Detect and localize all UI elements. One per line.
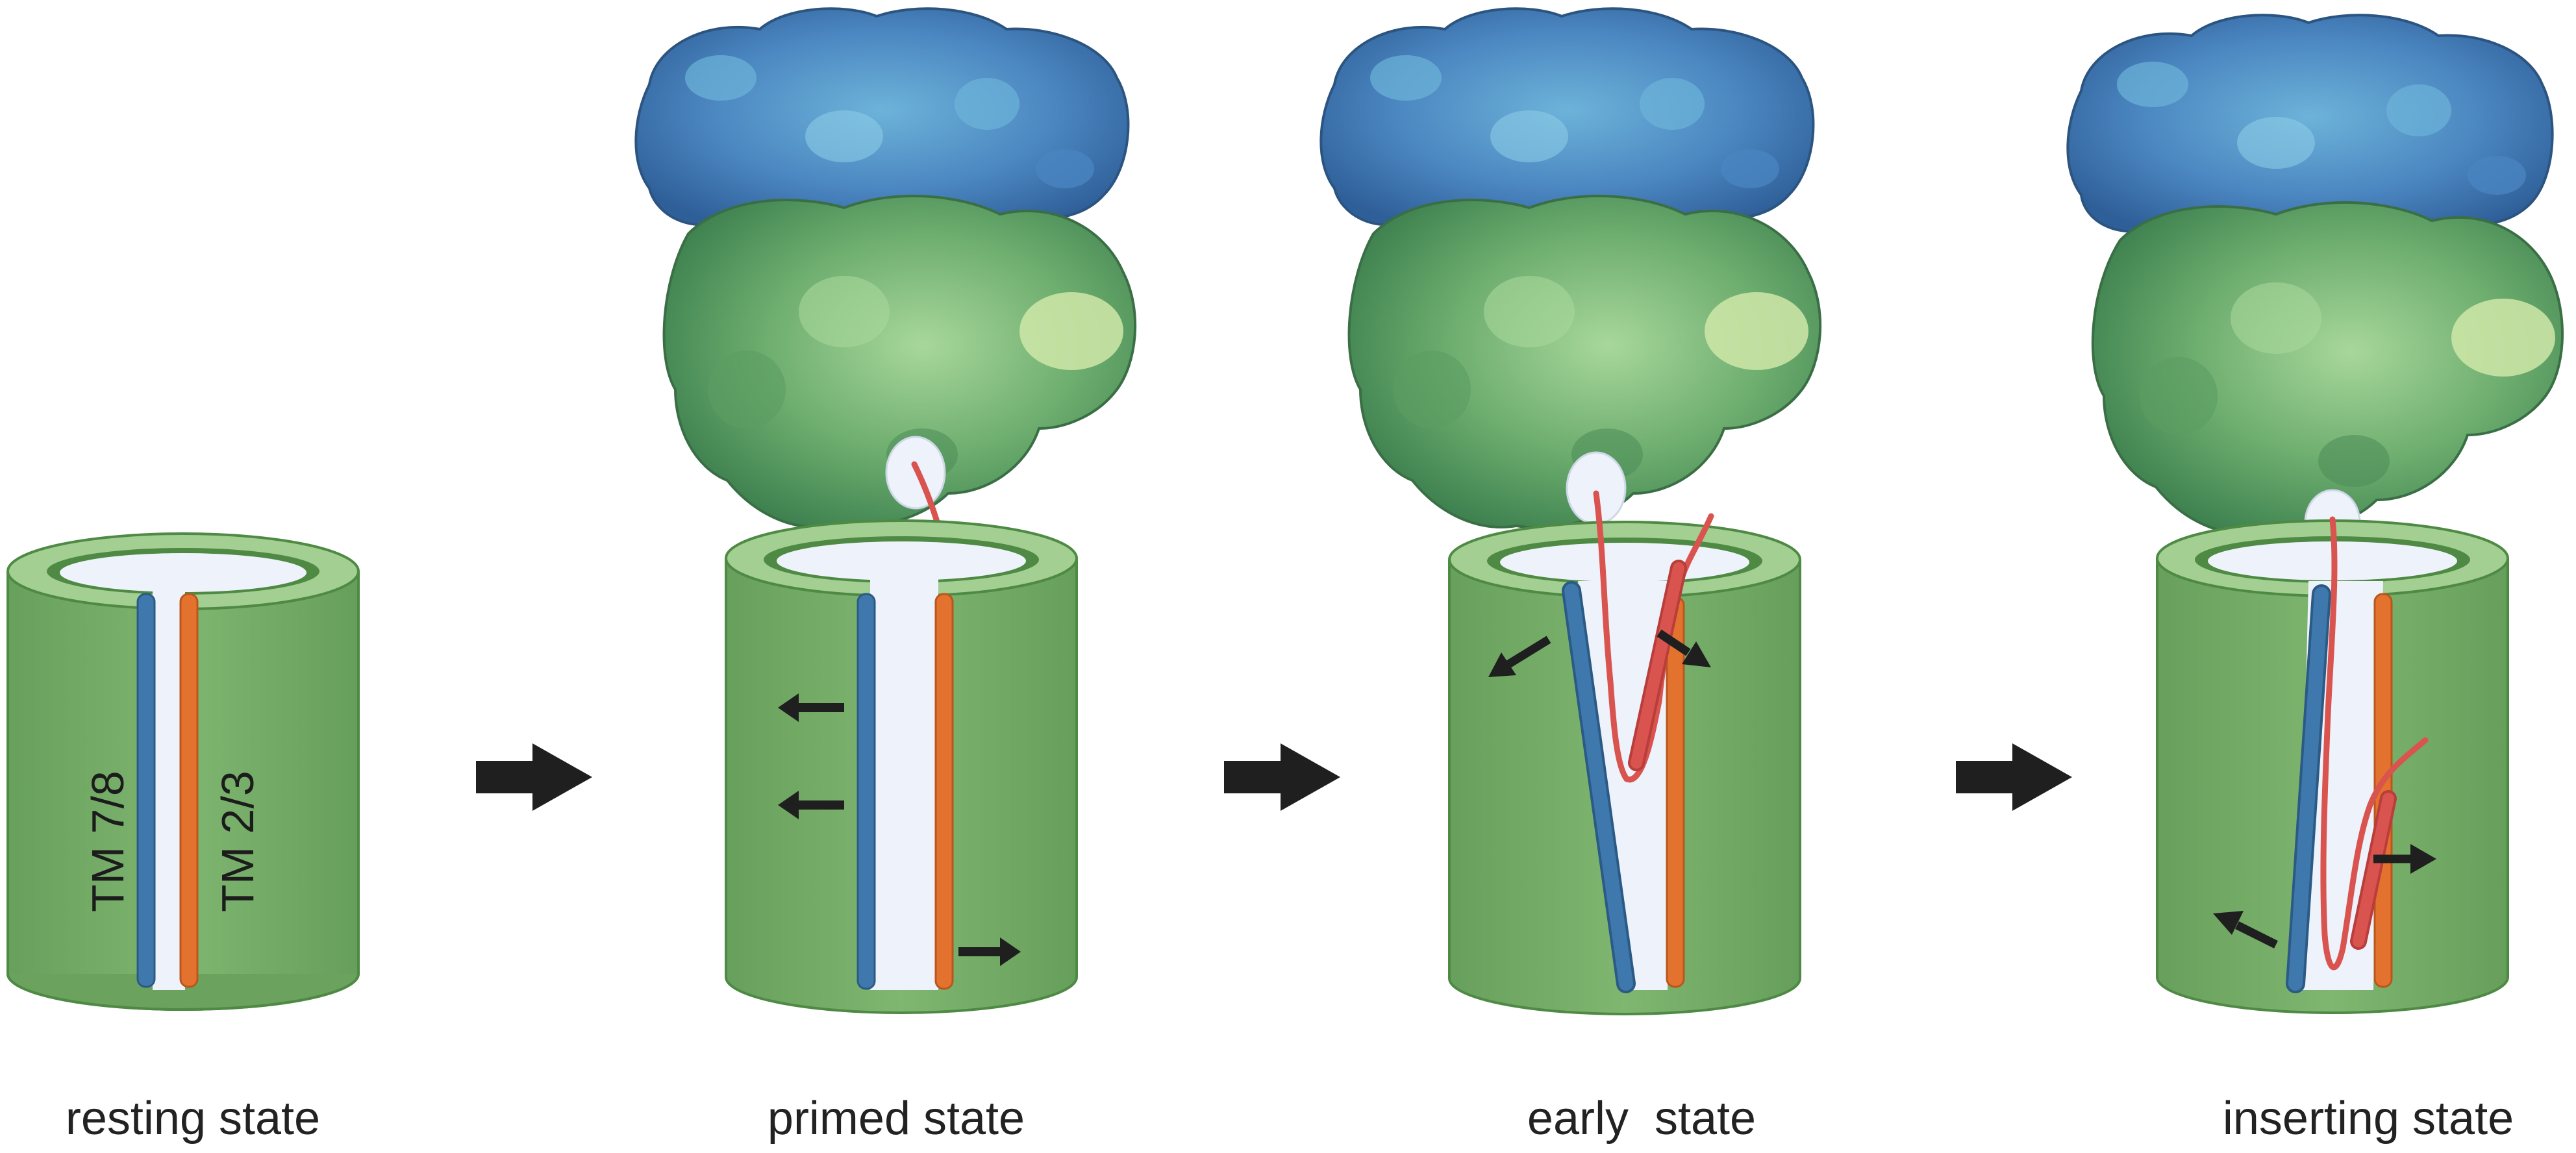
tm-7-8-helix xyxy=(857,593,876,990)
movement-arrow xyxy=(778,693,844,722)
nascent-chain xyxy=(2320,516,2429,971)
tm-7-8-helix-fill xyxy=(2288,587,2329,991)
caption-primed-state: primed state xyxy=(768,1093,1025,1145)
ribosome xyxy=(1319,7,1822,529)
tm-2-3-helix xyxy=(1666,596,1685,988)
early-state-panel: early state xyxy=(1319,7,1822,1145)
nascent-chain xyxy=(911,461,942,529)
movement-arrow xyxy=(1488,636,1551,677)
transition-arrow-2 xyxy=(1224,743,1340,811)
ribosome-small-subunit xyxy=(1347,194,1822,529)
ribosome-small-subunit xyxy=(2091,201,2564,536)
ribosome-small-subunit xyxy=(662,194,1137,529)
resting-state-panel: TM 7/8 TM 2/3 resting state xyxy=(6,532,360,1145)
tm-7-8-helix-fill xyxy=(1564,584,1633,991)
tm-2-3-label: TM 2/3 xyxy=(212,771,263,912)
movement-arrow xyxy=(958,937,1021,966)
caption-early-state: early state xyxy=(1527,1093,1756,1145)
translocon-channel xyxy=(725,519,1078,1014)
movement-arrow xyxy=(2213,911,2278,948)
caption-resting-state: resting state xyxy=(66,1093,320,1145)
caption-inserting-state: inserting state xyxy=(2223,1093,2514,1145)
ribosome xyxy=(634,7,1137,529)
transition-arrow-1 xyxy=(476,743,592,811)
ribosome xyxy=(2066,14,2564,556)
signal-sequence-helix-fill xyxy=(1631,562,1684,769)
signal-sequence-helix-fill xyxy=(2353,793,2394,947)
tm-7-8-helix xyxy=(136,593,156,988)
transition-arrow-3 xyxy=(1956,743,2072,811)
movement-arrow xyxy=(1657,629,1711,667)
inserting-state-panel: inserting state xyxy=(2066,14,2564,1145)
movement-arrow xyxy=(2373,844,2436,874)
tm-7-8-label: TM 7/8 xyxy=(82,771,133,912)
tm-2-3-helix xyxy=(179,593,199,988)
primed-state-panel: primed state xyxy=(634,7,1137,1145)
movement-arrow xyxy=(778,791,844,819)
tm-2-3-helix xyxy=(934,593,954,990)
lateral-gate-channel xyxy=(870,575,938,990)
